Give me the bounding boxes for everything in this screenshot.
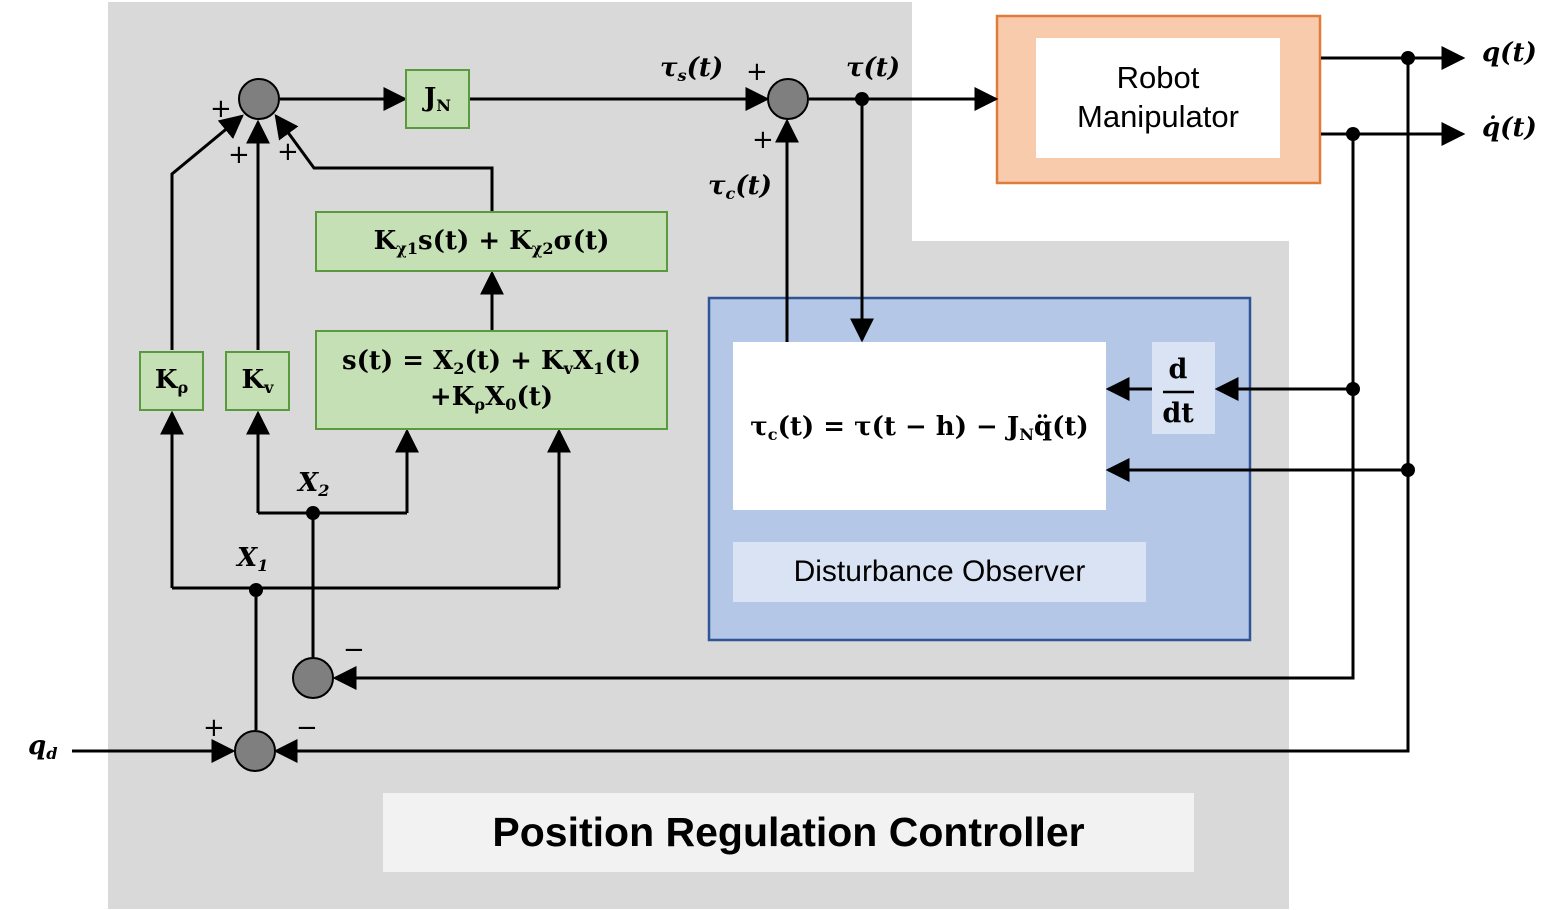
k-rho-label: Kρ	[154, 365, 189, 397]
k-v-label: Kv	[241, 365, 274, 397]
k-rho-block: Kρ	[139, 351, 204, 411]
sum1-plus-sign-b: +	[228, 140, 250, 170]
junction-tau	[855, 92, 869, 106]
sum2-plus-sign-top: +	[746, 57, 768, 87]
junction-x2	[306, 506, 320, 520]
junction-x1	[249, 583, 263, 597]
k-chi-expression: Kχ1s(t) + Kχ2σ(t)	[373, 225, 610, 258]
observer-equation: τc(t) = τ(t − h) − JNq̈(t)	[750, 412, 1089, 444]
wire-krho-to-sum1	[170, 114, 244, 350]
jn-block: JN	[405, 69, 470, 129]
junction-qdot	[1346, 127, 1360, 141]
derivative-denominator: dt	[1162, 397, 1194, 429]
junction-dots	[249, 51, 1415, 597]
sum-junction-2	[767, 78, 809, 120]
derivative-panel	[1152, 342, 1215, 434]
sum4-plus-sign: +	[203, 713, 225, 743]
tau-label: τ(t)	[846, 53, 901, 83]
observer-title: Disturbance Observer	[793, 555, 1086, 588]
s-definition-line-2: +KρX0(t)	[429, 382, 554, 414]
sum1-plus-sign-c: +	[277, 137, 299, 167]
observer-eq-panel	[733, 342, 1106, 510]
qdot-output-label: q̇(t)	[1482, 113, 1537, 143]
sum4-minus-sign: −	[296, 713, 318, 743]
wire-qdot-feedback	[332, 134, 1355, 690]
s-definition-block: s(t) = X2(t) + KvX1(t) +KρX0(t)	[315, 330, 668, 430]
wire-kchi-to-sum1	[274, 114, 494, 211]
controller-title: Position Regulation Controller	[492, 809, 1085, 855]
qd-input-label: qd	[28, 731, 58, 763]
sum2-plus-sign-bottom: +	[752, 125, 774, 155]
derivative-numerator: d	[1168, 353, 1188, 385]
junction-q-observer	[1401, 463, 1415, 477]
junction-qdot-observer	[1346, 382, 1360, 396]
robot-label-line-1: Robot	[1116, 60, 1200, 96]
sum1-plus-sign-a: +	[210, 94, 232, 124]
robot-label: Robot Manipulator	[1036, 38, 1280, 158]
controller-title-panel	[383, 793, 1194, 872]
junction-q	[1401, 51, 1415, 65]
robot-label-line-2: Manipulator	[1077, 99, 1239, 134]
wire-q-feedback	[273, 58, 1410, 763]
x1-label: X1	[237, 543, 269, 575]
sum-junction-4	[234, 730, 276, 772]
jn-label: JN	[423, 83, 452, 115]
k-v-block: Kv	[225, 351, 290, 411]
observer-title-panel	[733, 542, 1146, 602]
sum-junction-1	[238, 78, 280, 120]
sum-junction-3	[292, 657, 334, 699]
sum3-minus-sign: −	[343, 635, 365, 665]
x2-label: X2	[298, 468, 330, 500]
summing-junctions	[234, 78, 809, 772]
tau-c-label: τc(t)	[708, 171, 772, 203]
s-definition-line-1: s(t) = X2(t) + KvX1(t)	[341, 346, 642, 379]
tau-s-label: τs(t)	[660, 53, 724, 85]
robot-inner-panel	[1036, 38, 1280, 158]
signal-wires	[72, 46, 1466, 763]
k-chi-block: Kχ1s(t) + Kχ2σ(t)	[315, 211, 668, 272]
q-output-label: q(t)	[1482, 38, 1537, 68]
